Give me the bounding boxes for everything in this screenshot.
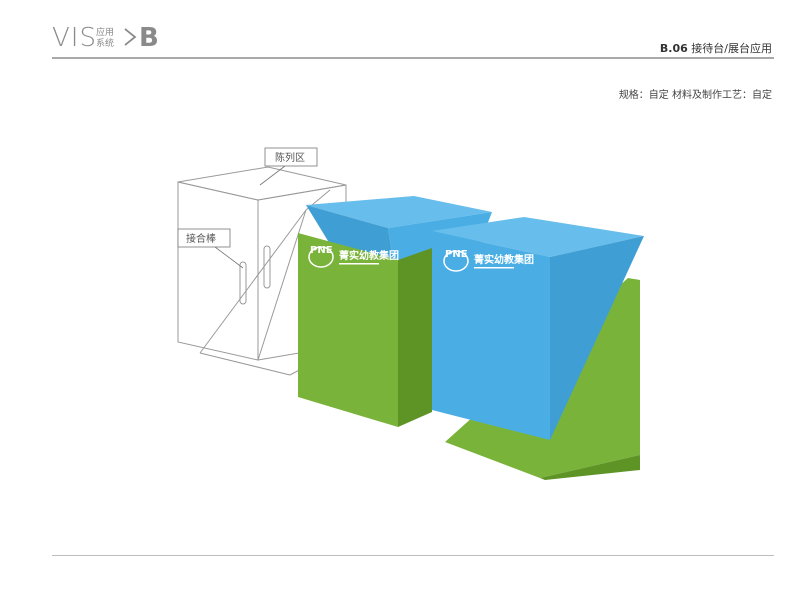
chevron-right-icon: [124, 28, 137, 46]
left-logo: PNE 菁实幼教集团: [308, 245, 399, 268]
spec-text: 规格：自定 材料及制作工艺：自定: [618, 90, 772, 101]
brand-title: VIS: [52, 23, 97, 53]
footer-divider: [52, 555, 774, 556]
left-green-side: [398, 248, 432, 427]
right-blue-top: [432, 217, 644, 257]
right-blue-side: [550, 236, 644, 440]
callout-handle: 接合棒: [177, 228, 244, 269]
callout-handle-label: 接合棒: [186, 232, 216, 245]
right-blue-front: [432, 231, 550, 440]
left-logo-name: 菁实幼教集团: [339, 249, 399, 262]
left-green-front: [298, 233, 398, 427]
right-logo-name: 菁实幼教集团: [474, 253, 534, 266]
right-green-wedge-shade: [540, 455, 640, 480]
callout-display-area-label: 陈列区: [275, 151, 305, 164]
section-code: B.06: [659, 42, 688, 55]
right-logo-mark: PNE: [445, 249, 468, 260]
section-heading: B.06 接待台/展台应用: [660, 40, 772, 56]
right-module: [432, 217, 644, 480]
left-logo-mark: PNE: [310, 245, 333, 256]
header-divider: [52, 57, 774, 59]
brand-subtitle: 应用 系统: [96, 28, 120, 50]
section-title: 接待台/展台应用: [691, 42, 772, 55]
brand-subtitle-line-1: 应用: [96, 28, 115, 38]
right-logo: PNE 菁实幼教集团: [443, 249, 534, 272]
section-letter: B: [139, 23, 159, 53]
callout-display-area: 陈列区: [259, 147, 318, 186]
page-header: VIS 应用 系统 B B.06 接待台/展台应用: [0, 0, 800, 60]
left-blue-wedge-top: [306, 196, 492, 228]
brand-subtitle-line-2: 系统: [96, 39, 115, 49]
